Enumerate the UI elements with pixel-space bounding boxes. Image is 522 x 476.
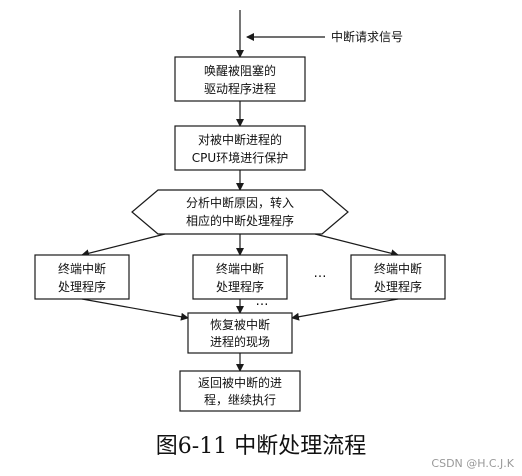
handler-left-line2: 处理程序: [58, 279, 106, 294]
handler-left-line1: 终端中断: [58, 261, 106, 276]
handler-middle-line2: 处理程序: [216, 279, 264, 294]
arrow-handler-left-to-restore: [81, 298, 189, 321]
figure-caption: 图6-11 中断处理流程: [155, 434, 367, 459]
analyze-cause-line1: 分析中断原因，转入: [186, 195, 294, 210]
wake-driver-line2: 驱动程序进程: [204, 81, 276, 96]
restore-context-line1: 恢复被中断: [210, 317, 270, 332]
protect-cpu-box: [174, 125, 306, 171]
restore-context-line2: 进程的现场: [210, 334, 270, 349]
handler-box-left: [34, 254, 130, 300]
arrow-analyze-to-handler-right: [314, 233, 399, 258]
return-continue-box: [179, 370, 301, 412]
wake-driver-line1: 唤醒被阻塞的: [204, 63, 276, 78]
handler-middle-line1: 终端中断: [216, 261, 264, 276]
protect-cpu-line1: 对被中断进程的: [198, 132, 282, 147]
return-continue-line1: 返回被中断的进: [198, 375, 282, 390]
handler-ellipsis: …: [314, 266, 327, 281]
arrow-analyze-to-handler-left: [81, 233, 166, 258]
interrupt-signal-label: 中断请求信号: [331, 29, 403, 44]
return-continue-line2: 程，继续执行: [204, 392, 276, 407]
analyze-cause-hexagon: [131, 189, 349, 235]
restore-context-box: [187, 312, 293, 354]
handler-right-line2: 处理程序: [374, 279, 422, 294]
arrow-handler-right-to-restore: [291, 298, 399, 321]
restore-ellipsis: …: [256, 294, 269, 309]
csdn-credit: CSDN @H.C.J.K: [431, 457, 514, 470]
protect-cpu-line2: CPU环境进行保护: [192, 150, 288, 165]
handler-box-right: [350, 254, 446, 300]
analyze-cause-line2: 相应的中断处理程序: [186, 213, 294, 228]
wake-driver-box: [174, 56, 306, 102]
handler-right-line1: 终端中断: [374, 261, 422, 276]
